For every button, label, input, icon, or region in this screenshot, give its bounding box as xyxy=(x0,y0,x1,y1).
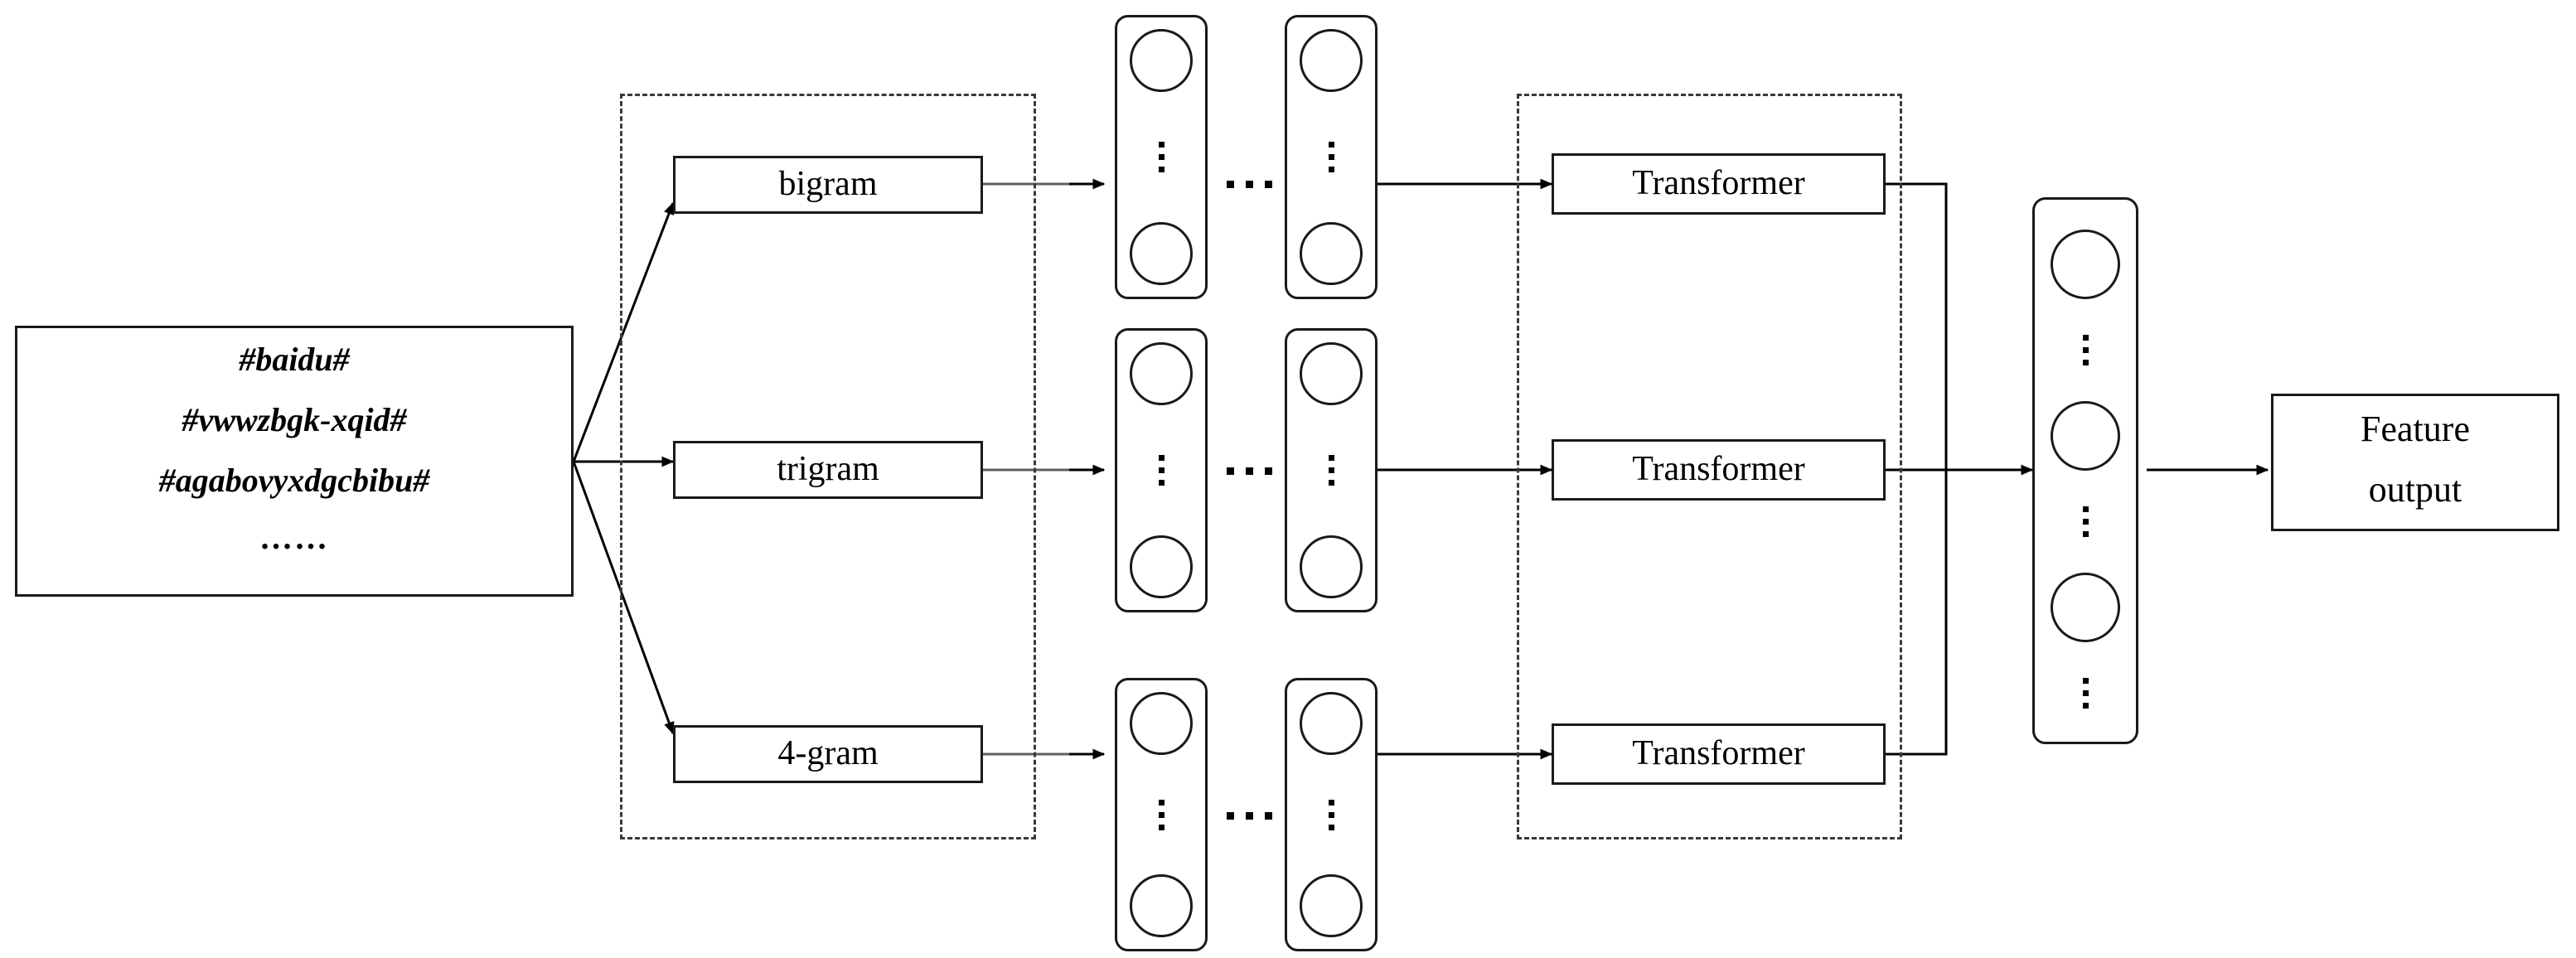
vertical-ellipsis xyxy=(1158,138,1165,176)
ngram-label-4gram: 4-gram xyxy=(777,734,879,773)
neuron xyxy=(1130,222,1193,285)
horizontal-ellipsis-trigram xyxy=(1221,461,1278,481)
embedding-column-4gram-2 xyxy=(1285,678,1378,951)
ngram-label-trigram: trigram xyxy=(777,450,879,489)
neuron xyxy=(1130,29,1193,92)
neuron xyxy=(2051,229,2120,299)
transformer-merge-bracket xyxy=(1886,182,2034,756)
fusion-neuron-column xyxy=(2032,197,2138,744)
vertical-ellipsis xyxy=(1158,452,1165,489)
transformer-label-bigram: Transformer xyxy=(1632,164,1805,203)
ngram-to-embedding-arrowheads xyxy=(1069,178,1106,760)
transformer-box-bigram[interactable] xyxy=(1552,153,1886,215)
transformer-box-trigram[interactable] xyxy=(1552,439,1886,501)
neuron xyxy=(1130,535,1193,598)
transformer-label-4gram: Transformer xyxy=(1632,734,1805,773)
neuron xyxy=(1300,874,1363,937)
horizontal-ellipsis-4gram xyxy=(1221,806,1278,825)
vertical-ellipsis xyxy=(1158,796,1165,834)
transformer-label-trigram: Transformer xyxy=(1632,450,1805,489)
vertical-ellipsis xyxy=(2082,675,2089,712)
ngram-box-bigram[interactable] xyxy=(673,156,983,214)
neuron xyxy=(1300,222,1363,285)
domain-string-input-box xyxy=(15,326,574,597)
feature-output-line-2: output xyxy=(2368,469,2462,510)
ngram-label-bigram: bigram xyxy=(778,165,878,204)
ngram-box-trigram[interactable] xyxy=(673,441,983,499)
neuron xyxy=(1130,692,1193,755)
embedding-column-trigram-2 xyxy=(1285,328,1378,612)
input-line-2: #vwwzbgk-xqid# xyxy=(182,401,407,439)
neuron xyxy=(1300,535,1363,598)
embedding-column-bigram-1 xyxy=(1115,15,1208,299)
neuron xyxy=(1300,342,1363,405)
input-line-3: #agabovyxdgcbibu# xyxy=(158,462,430,500)
neuron xyxy=(1130,874,1193,937)
feature-output-box xyxy=(2271,394,2559,531)
input-line-1: #baidu# xyxy=(239,341,350,379)
feature-output-line-1: Feature xyxy=(2361,409,2470,450)
input-continuation-ellipsis: …… xyxy=(259,519,329,557)
ngram-box-4gram[interactable] xyxy=(673,725,983,783)
vertical-ellipsis xyxy=(2082,503,2089,540)
neuron xyxy=(1130,342,1193,405)
embedding-column-bigram-2 xyxy=(1285,15,1378,299)
transformer-box-4gram[interactable] xyxy=(1552,723,1886,785)
neuron xyxy=(1300,692,1363,755)
embedding-column-trigram-1 xyxy=(1115,328,1208,612)
ngram-group-container xyxy=(620,94,1036,839)
neuron xyxy=(1300,29,1363,92)
vertical-ellipsis xyxy=(1328,138,1334,176)
neuron xyxy=(2051,573,2120,643)
neuron xyxy=(2051,400,2120,471)
vertical-ellipsis xyxy=(1328,796,1334,834)
embedding-column-4gram-1 xyxy=(1115,678,1208,951)
horizontal-ellipsis-bigram xyxy=(1221,174,1278,194)
transformer-group-container xyxy=(1517,94,1902,839)
vertical-ellipsis xyxy=(2082,331,2089,369)
vertical-ellipsis xyxy=(1328,452,1334,489)
